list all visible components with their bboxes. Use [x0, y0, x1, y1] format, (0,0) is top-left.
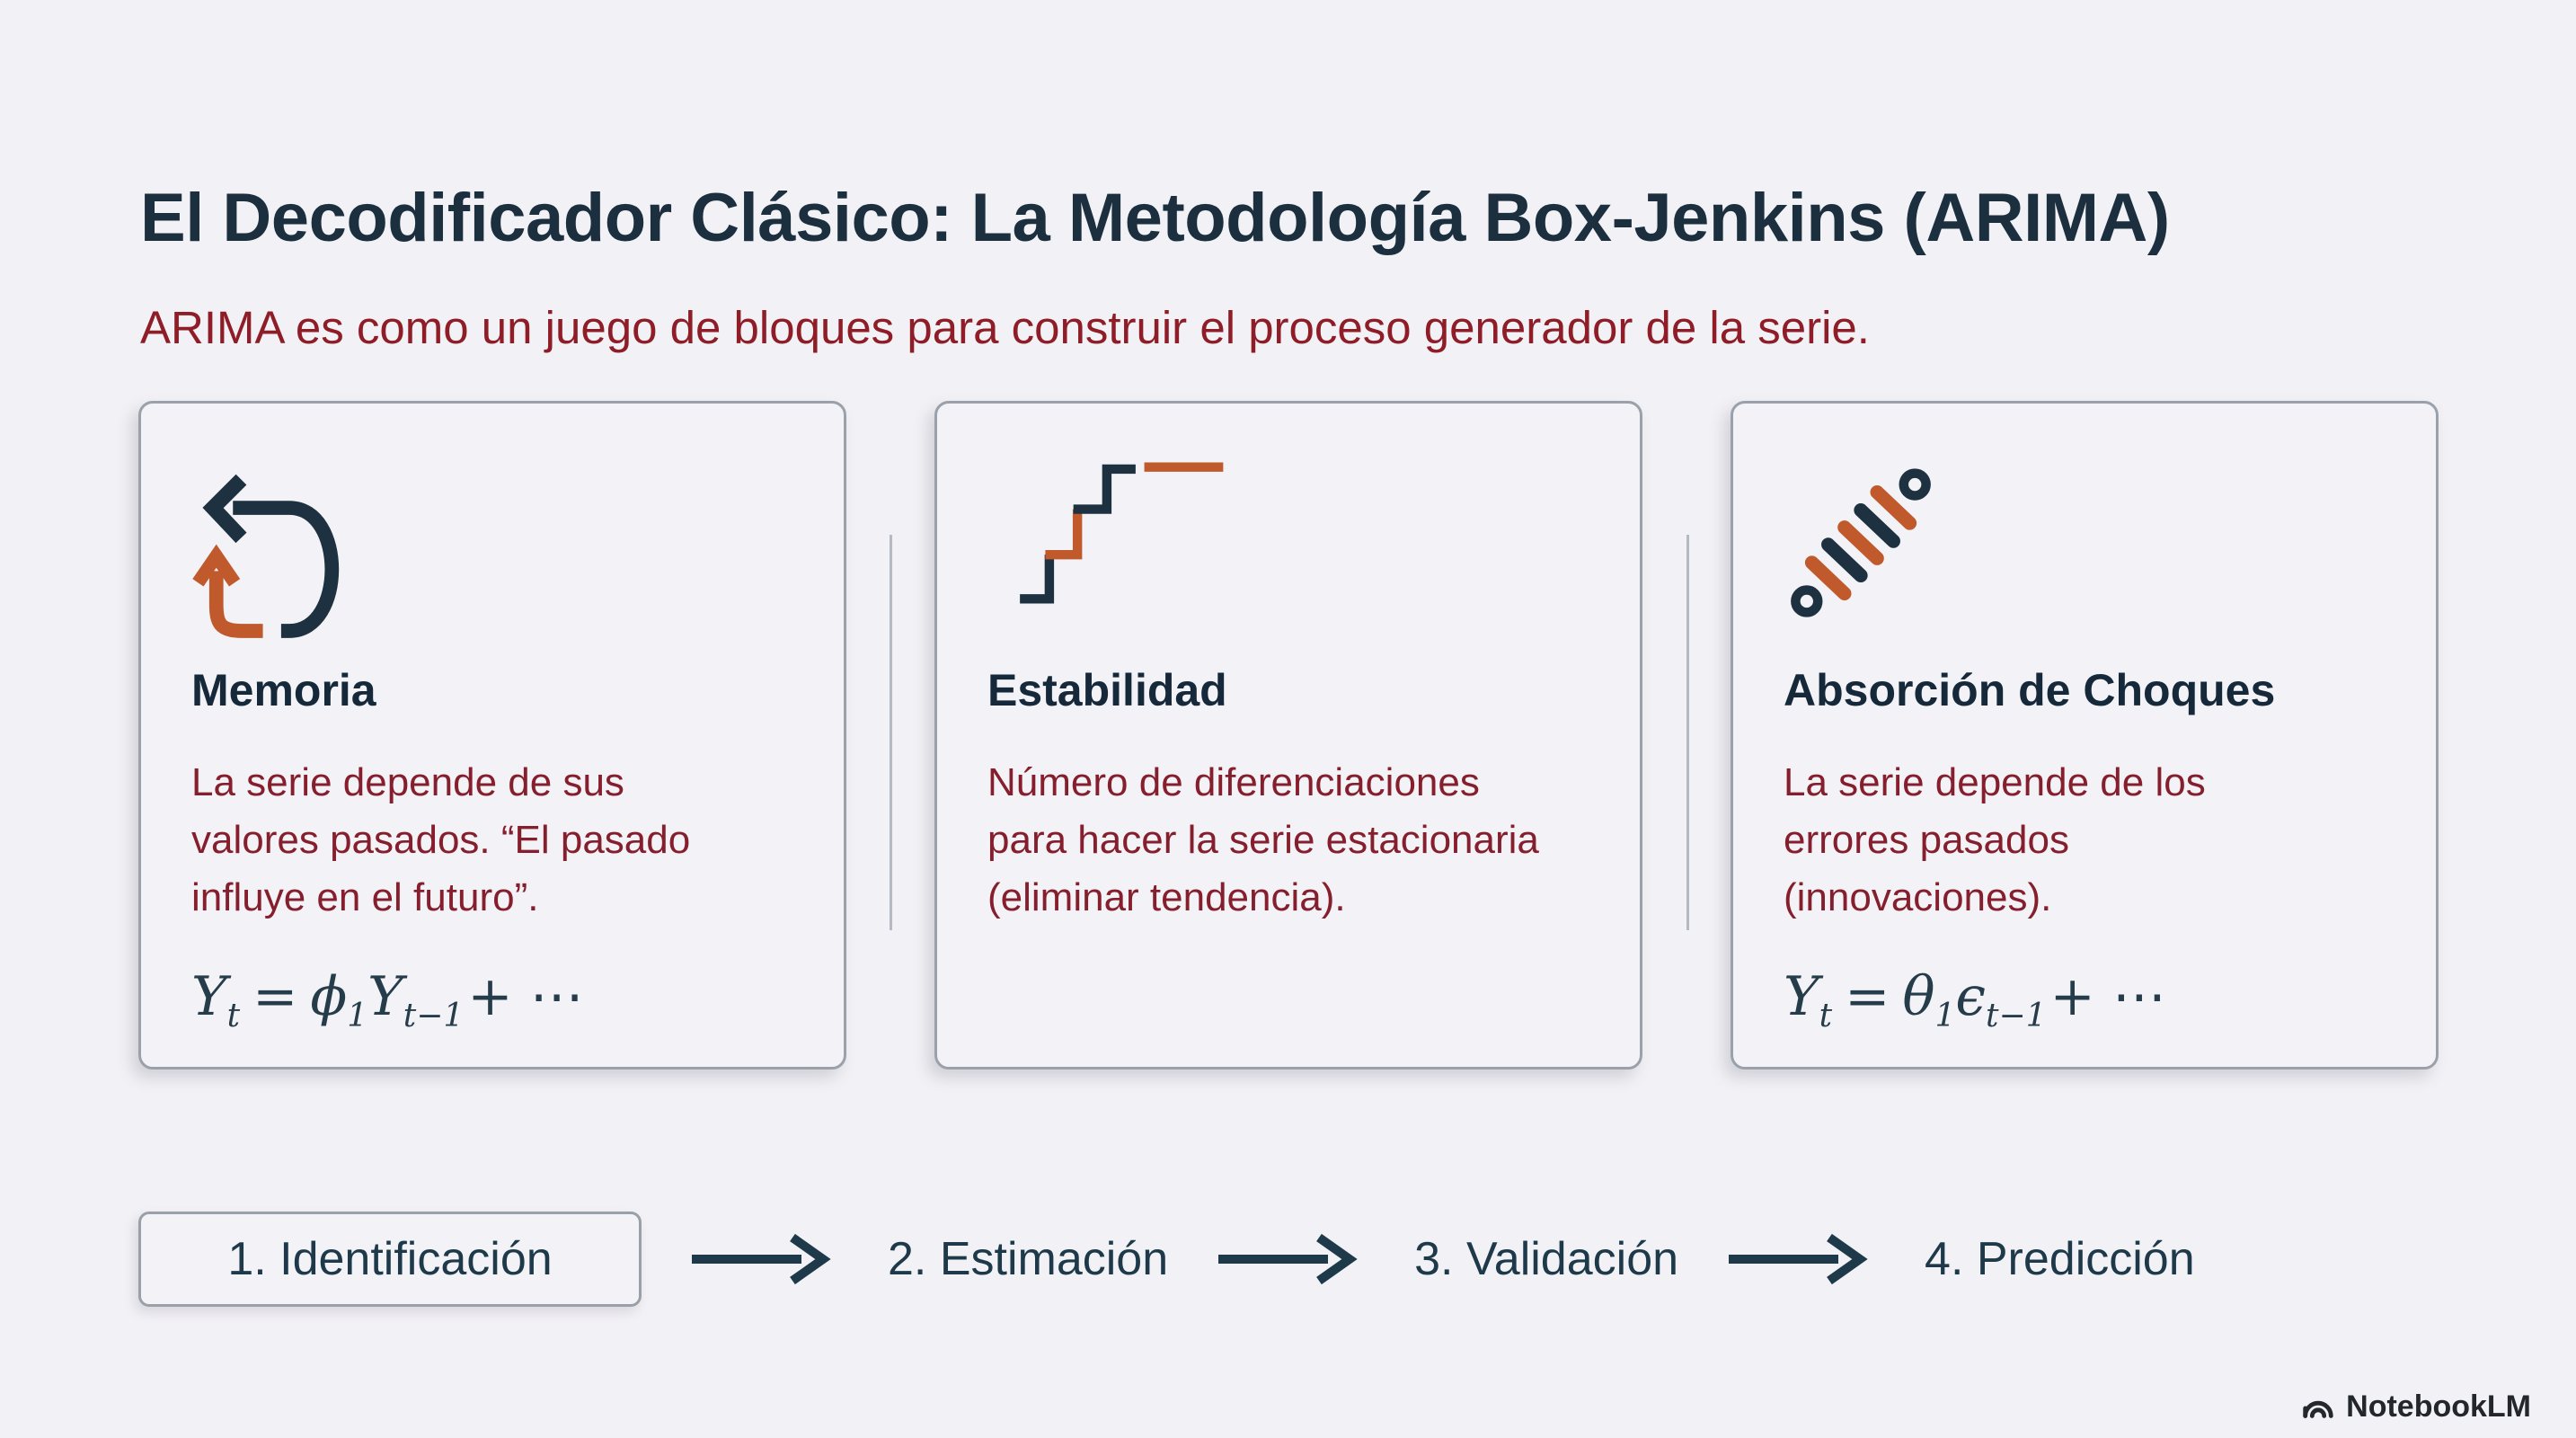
formula-coef: θ: [1902, 965, 1935, 1029]
loop-arrow-icon-svg: [192, 474, 340, 638]
formula-term: Y: [367, 965, 403, 1029]
card-body: Número de diferenciaciones para hacer la…: [987, 760, 1539, 919]
page-subtitle: ARIMA es como un juego de bloques para c…: [140, 302, 1870, 353]
formula-tail: + ⋯: [2049, 965, 2166, 1029]
loop-arrow-icon: [191, 461, 793, 638]
card-title: Memoria: [191, 665, 376, 715]
spring-icon-svg: [1791, 468, 1931, 617]
formula-lhs: Y: [1784, 965, 1819, 1029]
formula-equals: =: [252, 965, 298, 1029]
flow-arrow-icon: [1218, 1233, 1358, 1285]
formula-lhs: Y: [191, 965, 227, 1029]
page-title: El Decodificador Clásico: La Metodología…: [140, 179, 2170, 256]
formula-term: ϵ: [1955, 965, 1986, 1029]
card-absorcion: Absorción de Choques La serie depende de…: [1731, 401, 2439, 1070]
card-title: Estabilidad: [987, 665, 1227, 715]
stairs-icon: [987, 461, 1589, 614]
flow-arrow-icon: [1729, 1233, 1868, 1285]
box-jenkins-flow: 1. Identificación 2. Estimación 3. Valid…: [138, 1211, 2195, 1308]
formula-coef-sub: 1: [1934, 998, 1956, 1035]
notebooklm-logo-icon: [2303, 1400, 2333, 1418]
flow-step-box-identificacion: 1. Identificación: [138, 1212, 642, 1307]
notebooklm-label: NotebookLM: [2346, 1389, 2531, 1424]
formula-lhs-sub: t: [226, 998, 241, 1035]
formula-term-sub: t−1: [403, 998, 465, 1035]
flow-arrow-icon: [692, 1233, 831, 1285]
formula-coef: ϕ: [310, 965, 348, 1029]
card-divider: [890, 535, 892, 930]
formula-term-sub: t−1: [1986, 998, 2047, 1035]
stairs-icon-svg: [1020, 462, 1224, 604]
formula-coef-sub: 1: [347, 998, 368, 1035]
flow-step-estimacion: 2. Estimación: [888, 1233, 1169, 1285]
spring-icon: [1784, 461, 2386, 617]
card-divider: [1686, 535, 1689, 930]
flow-step-label: 1. Identificación: [227, 1233, 553, 1285]
cards-row: Memoria La serie depende de sus valores …: [138, 401, 2439, 1070]
card-body: La serie depende de los errores pasados …: [1784, 760, 2206, 919]
notebooklm-brand: NotebookLM: [2299, 1388, 2531, 1425]
card-body: La serie depende de sus valores pasados.…: [191, 760, 691, 919]
formula-equals: =: [1845, 965, 1890, 1029]
ar-formula: Yt=ϕ1Yt−1+ ⋯: [191, 965, 793, 1034]
formula-lhs-sub: t: [1819, 998, 1833, 1035]
formula-tail: + ⋯: [467, 965, 584, 1029]
card-estabilidad: Estabilidad Número de diferenciaciones p…: [934, 401, 1642, 1070]
card-memoria: Memoria La serie depende de sus valores …: [138, 401, 846, 1070]
ma-formula: Yt =θ1ϵt−1+ ⋯: [1784, 965, 2386, 1034]
card-title: Absorción de Choques: [1784, 665, 2276, 715]
flow-step-prediccion: 4. Predicción: [1925, 1233, 2195, 1285]
flow-step-validacion: 3. Validación: [1414, 1233, 1679, 1285]
